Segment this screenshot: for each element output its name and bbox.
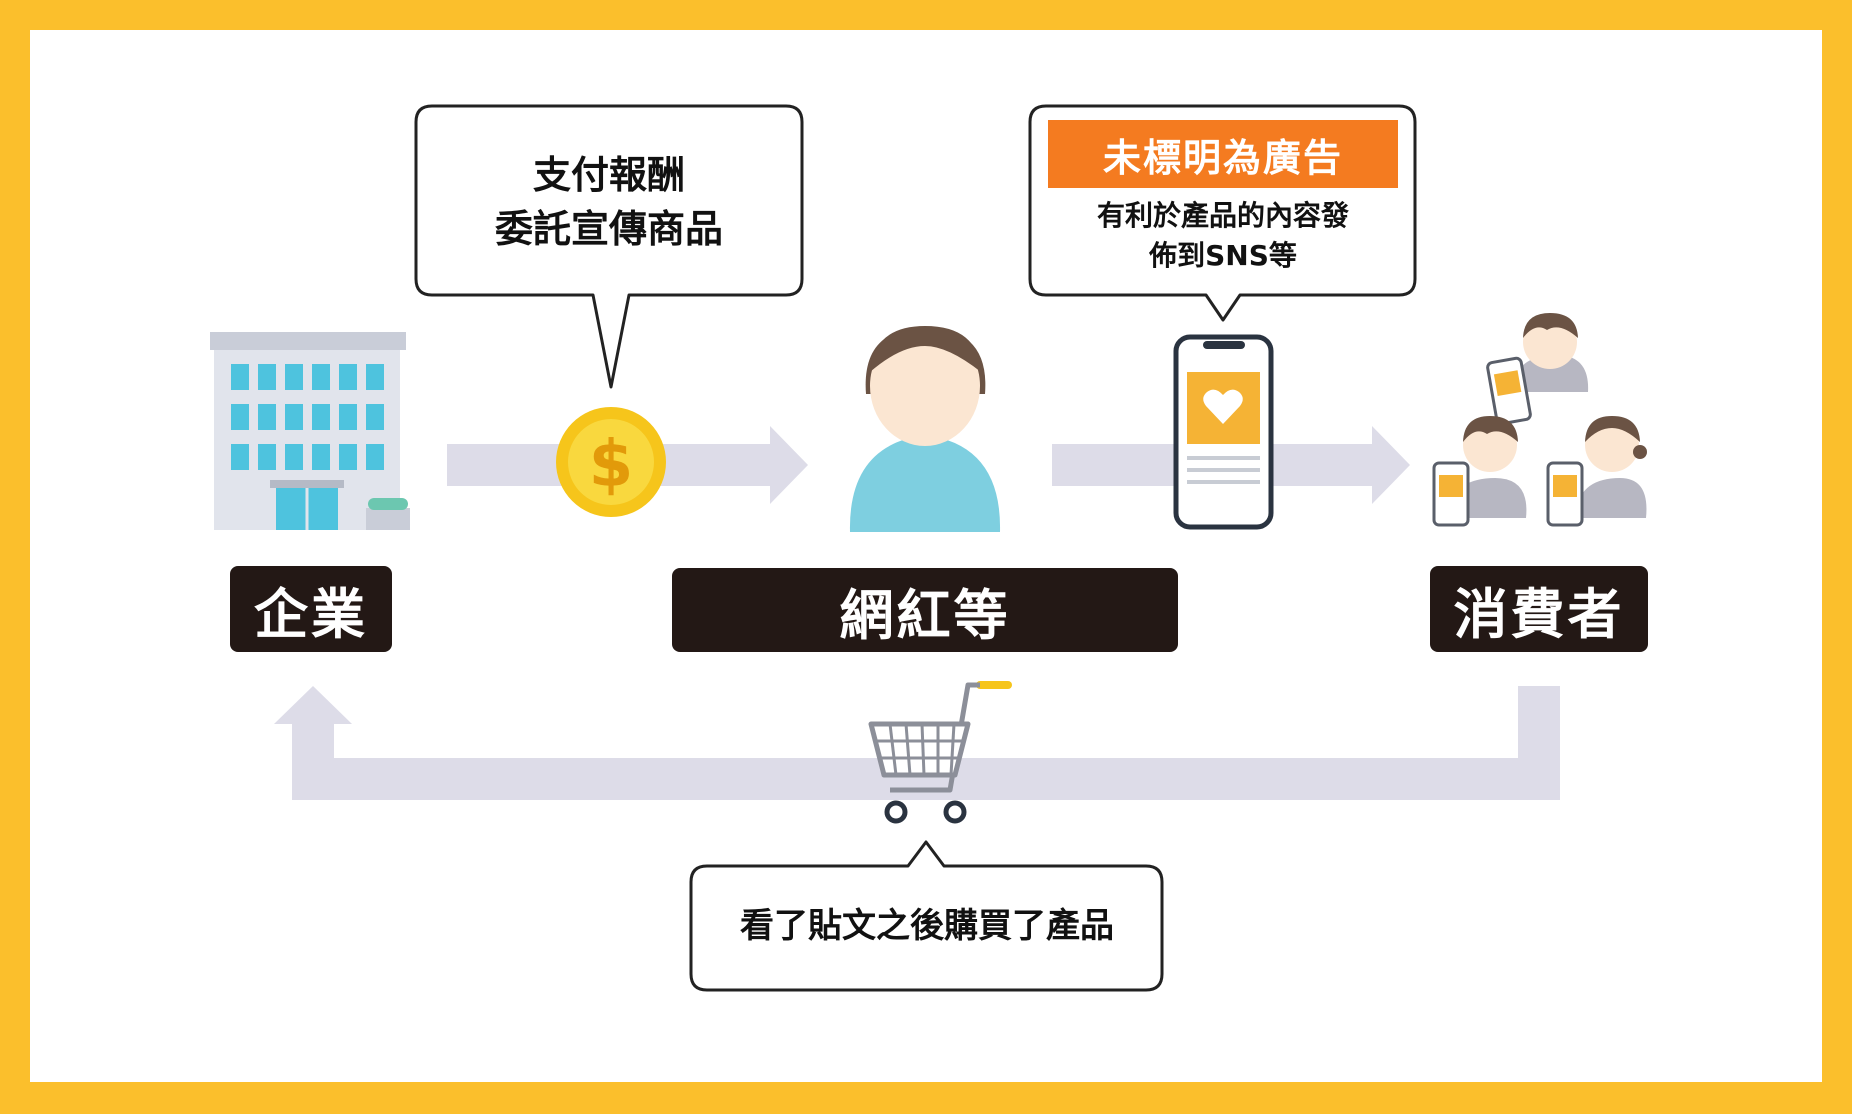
shopping-cart-icon xyxy=(868,681,1012,824)
post-line1: 有利於產品的內容發 xyxy=(1096,199,1349,232)
svg-text:$: $ xyxy=(589,428,634,502)
payment-line2: 委託宣傳商品 xyxy=(494,207,723,251)
building-icon xyxy=(210,332,410,530)
not-labeled-as-ad-banner: 未標明為廣告 xyxy=(1048,120,1398,188)
speech-bubble-payment xyxy=(414,104,804,389)
label-company: 企業 xyxy=(230,566,392,652)
coin-dollar-icon: $ xyxy=(556,407,666,517)
consumers-group-icon xyxy=(1432,313,1647,527)
post-bubble-text: 有利於產品的內容發 佈到SNS等 xyxy=(1040,196,1406,276)
flow-arrow-consumers-back-to-company xyxy=(274,686,1560,800)
influencer-icon xyxy=(849,326,1001,532)
payment-line1: 支付報酬 xyxy=(532,153,685,197)
purchase-bubble-text: 看了貼文之後購買了產品 xyxy=(740,906,1114,946)
payment-bubble-text: 支付報酬 委託宣傳商品 xyxy=(430,148,788,256)
speech-bubble-purchase xyxy=(689,840,1164,992)
label-influencer: 網紅等 xyxy=(672,568,1178,652)
smartphone-heart-icon xyxy=(1173,334,1274,530)
label-consumers: 消費者 xyxy=(1430,566,1648,652)
post-line2: 佈到SNS等 xyxy=(1149,239,1297,272)
